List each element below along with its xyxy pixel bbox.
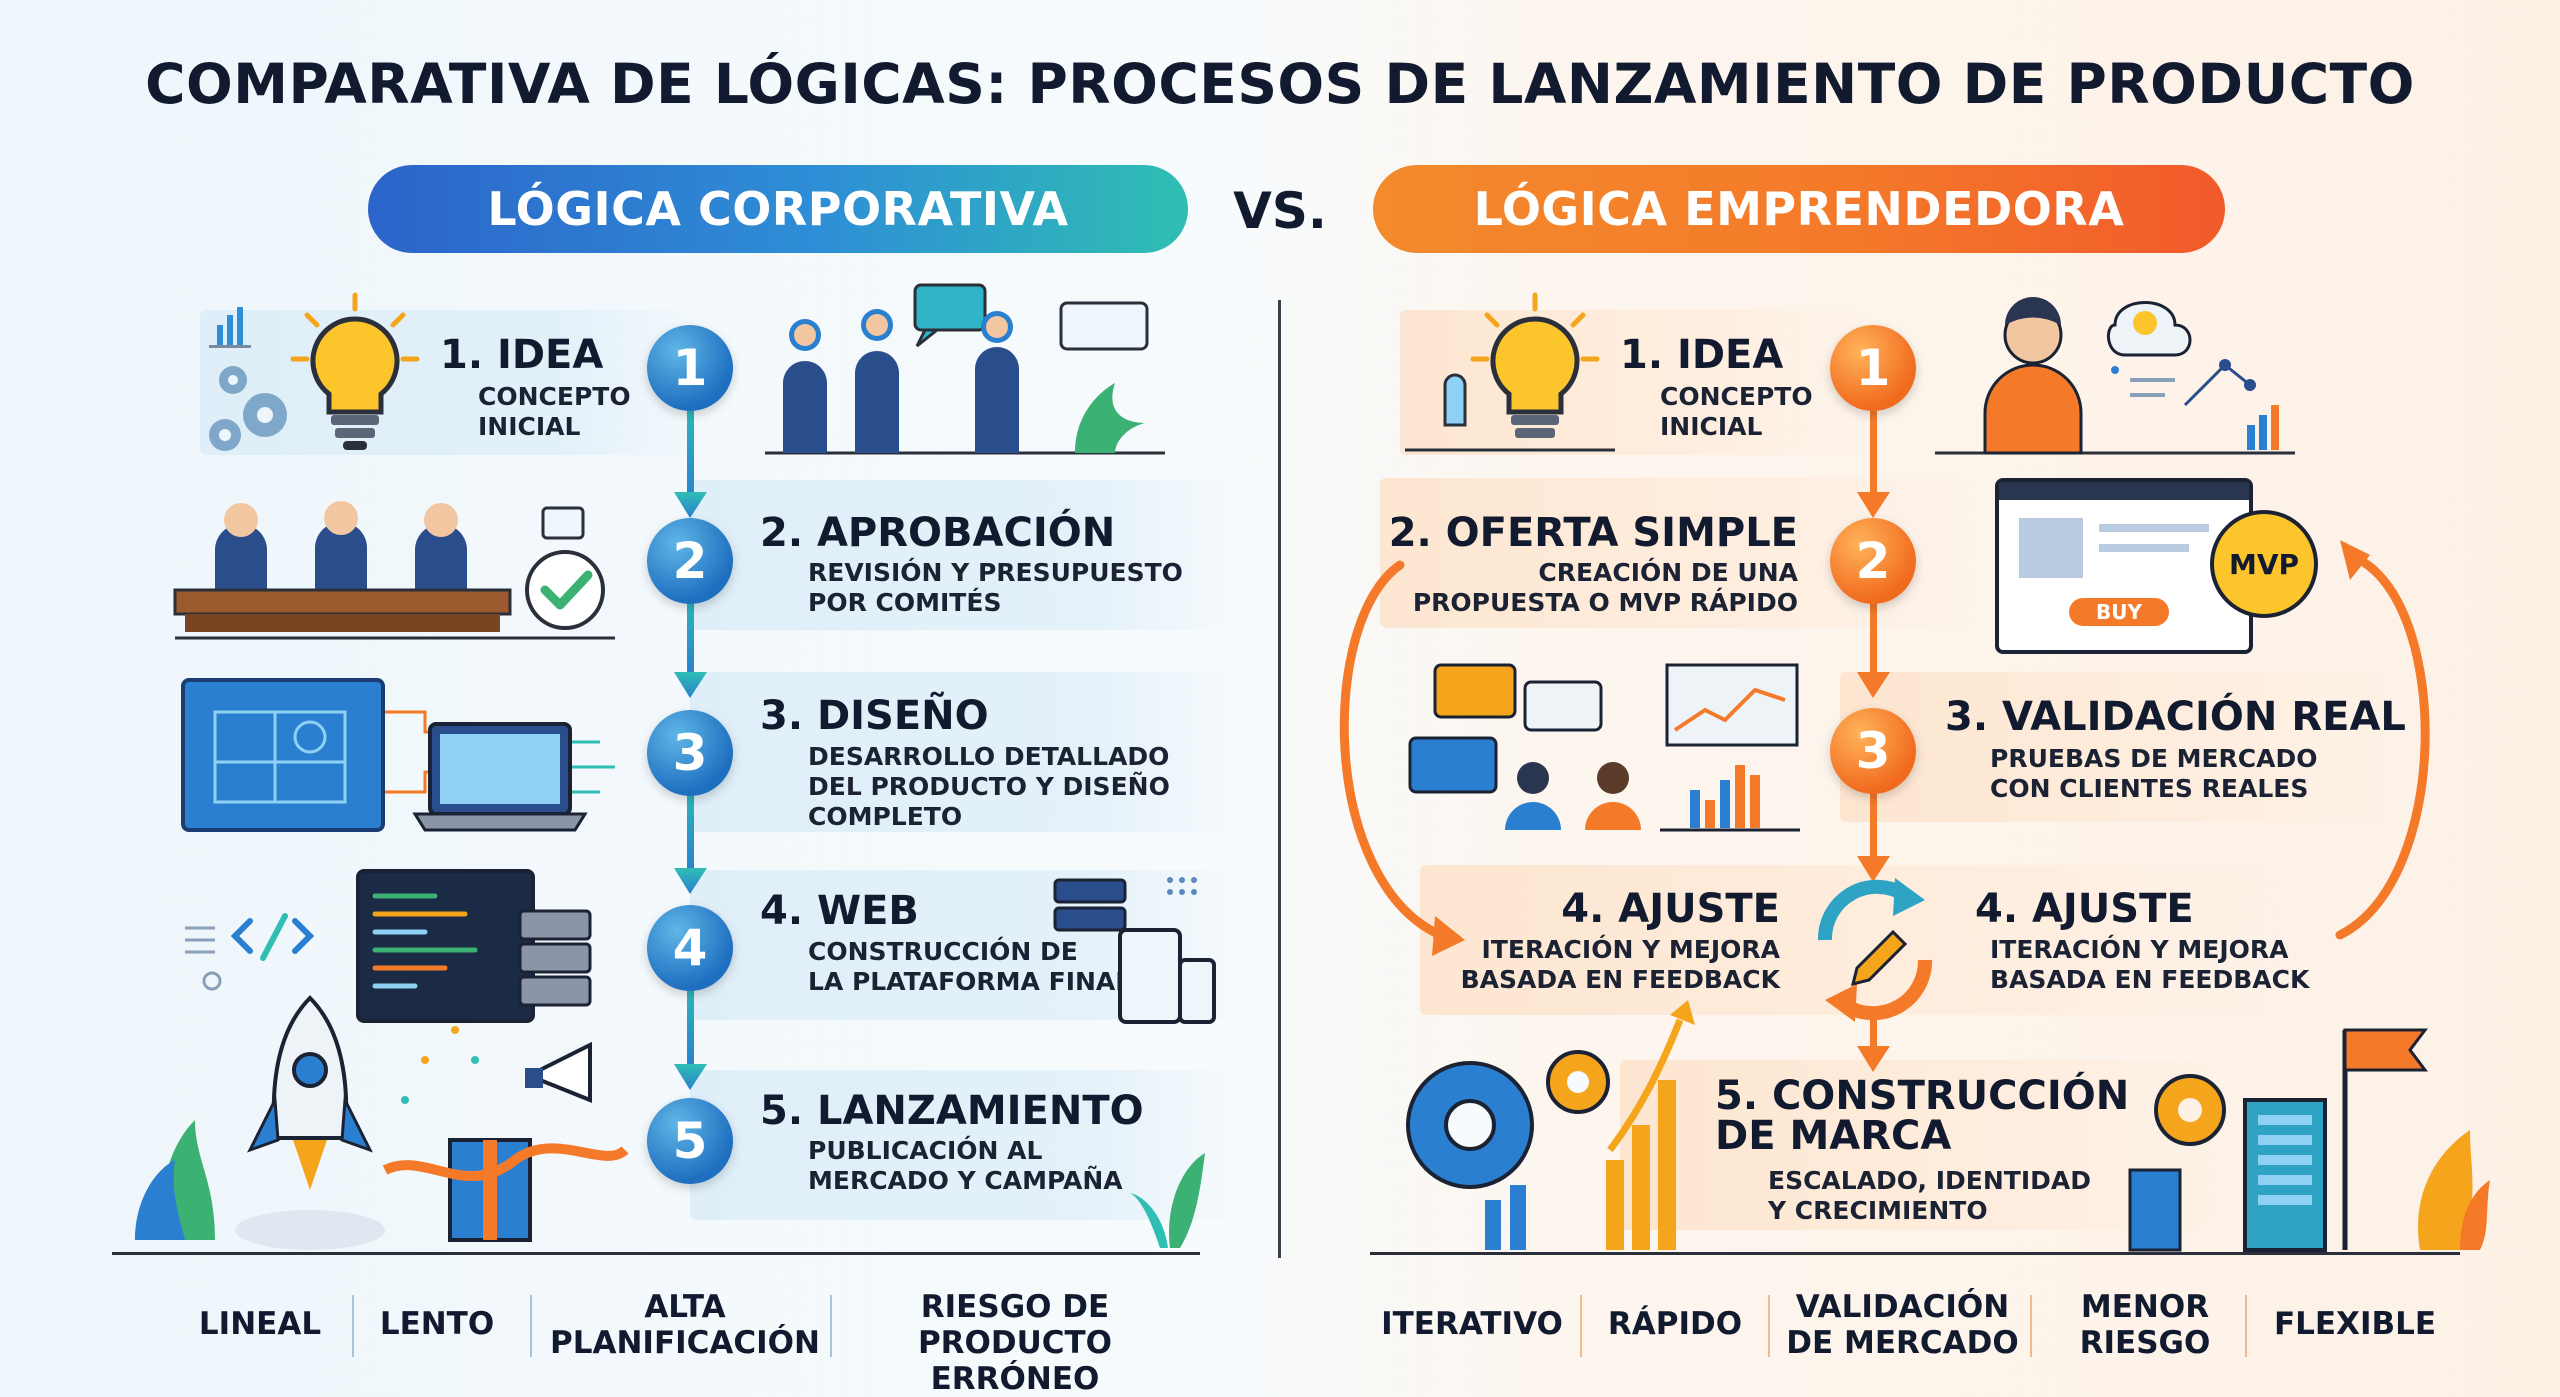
- entrepreneurial-trait-1: ITERATIVO: [1381, 1306, 1563, 1342]
- trait-separator: [1580, 1295, 1582, 1357]
- step-number-3: 3: [1830, 708, 1916, 794]
- trait-separator: [2030, 1295, 2032, 1357]
- trait-separator: [830, 1295, 832, 1357]
- devices-icon: [1053, 877, 1216, 1024]
- corporate-baseline: [112, 1252, 1200, 1255]
- entrepreneurial-step-4b-title: 4. AJUSTE: [1975, 886, 2194, 932]
- customer-feedback-icon: [1408, 663, 1800, 832]
- step-number-4: 4: [647, 905, 733, 991]
- corporate-flow-arrows: [674, 400, 707, 1090]
- entrepreneurial-step-3-desc: PRUEBAS DE MERCADO CON CLIENTES REALES: [1990, 744, 2318, 803]
- corporate-step-5-desc: PUBLICACIÓN AL MERCADO Y CAMPAÑA: [808, 1136, 1123, 1195]
- entrepreneurial-trait-2: RÁPIDO: [1607, 1306, 1743, 1342]
- corporate-step-5-title: 5. LANZAMIENTO: [760, 1088, 1144, 1134]
- entrepreneurial-trait-4: MENOR RIESGO: [2079, 1289, 2211, 1361]
- entrepreneurial-trait-3: VALIDACIÓN DE MERCADO: [1786, 1289, 2019, 1361]
- corporate-step-1-title: 1. IDEA: [440, 332, 604, 378]
- entrepreneurial-baseline: [1370, 1252, 2460, 1255]
- entrepreneurial-step-4a-desc: ITERACIÓN Y MEJORA BASADA EN FEEDBACK: [1460, 935, 1780, 994]
- step-band: [200, 310, 700, 455]
- step-band: [690, 672, 1250, 832]
- corporate-trait-1: LINEAL: [198, 1306, 322, 1342]
- step-number-2: 2: [647, 518, 733, 604]
- step-number-2: 2: [1830, 518, 1916, 604]
- center-divider: [1278, 300, 1281, 1258]
- entrepreneurial-trait-5: FLEXIBLE: [2273, 1306, 2437, 1342]
- corporate-step-2-desc: REVISIÓN Y PRESUPUESTO POR COMITÉS: [808, 558, 1183, 617]
- trait-separator: [1768, 1295, 1770, 1357]
- step-band: [1400, 310, 1880, 455]
- entrepreneurial-step-2-title: 2. OFERTA SIMPLE: [1388, 510, 1798, 556]
- entrepreneurial-step-4a-title: 4. AJUSTE: [1561, 886, 1780, 932]
- rocket-launch-icon: [135, 995, 629, 1250]
- corporate-step-4-desc: CONSTRUCCIÓN DE LA PLATAFORMA FINAL: [808, 937, 1132, 996]
- step-number-1: 1: [1830, 325, 1916, 411]
- code-servers-icon: [185, 869, 592, 1023]
- buy-button: BUY: [2069, 598, 2169, 626]
- team-meeting-icon: [765, 283, 1165, 455]
- entrepreneurial-flow-arrows: [1339, 400, 2430, 1072]
- entrepreneurial-step-4b-desc: ITERACIÓN Y MEJORA BASADA EN FEEDBACK: [1990, 935, 2310, 994]
- entrepreneurial-step-3-title: 3. VALIDACIÓN REAL: [1945, 694, 2406, 740]
- committee-icon: [173, 501, 615, 640]
- step-band: [690, 1070, 1250, 1220]
- gears-growth-icon: [1406, 1000, 1695, 1250]
- trait-separator: [2245, 1295, 2247, 1357]
- step-band: [1840, 672, 2400, 822]
- vs-label: VS.: [1233, 182, 1327, 240]
- plant-icon: [1130, 1153, 1205, 1248]
- entrepreneurial-step-2-desc: CREACIÓN DE UNA PROPUESTA O MVP RÁPIDO: [1412, 558, 1798, 617]
- entrepreneurial-step-1-desc: CONCEPTO INICIAL: [1660, 382, 1813, 441]
- iteration-cycle-icon: [1817, 878, 1933, 1022]
- corporate-step-3-title: 3. DISEÑO: [760, 693, 989, 739]
- trait-separator: [352, 1295, 354, 1357]
- thinking-person-icon: [1935, 297, 2295, 455]
- corporate-trait-3: ALTA PLANIFICACIÓN: [550, 1289, 820, 1361]
- page-title: COMPARATIVA DE LÓGICAS: PROCESOS DE LANZ…: [145, 52, 2415, 116]
- step-band: [690, 480, 1250, 630]
- corporate-step-3-desc: DESARROLLO DETALLADO DEL PRODUCTO Y DISE…: [808, 742, 1170, 831]
- city-flag-icon: [2128, 1028, 2490, 1252]
- entrepreneurial-step-1-title: 1. IDEA: [1620, 332, 1784, 378]
- corporate-header: LÓGICA CORPORATIVA: [368, 165, 1188, 253]
- lightbulb-icon: [1405, 292, 1615, 452]
- step-number-3: 3: [647, 710, 733, 796]
- step-number-5: 5: [647, 1098, 733, 1184]
- entrepreneurial-header: LÓGICA EMPRENDEDORA: [1373, 165, 2225, 253]
- corporate-step-1-desc: CONCEPTO INICIAL: [478, 382, 631, 441]
- corporate-trait-4: RIESGO DE PRODUCTO ERRÓNEO: [917, 1289, 1113, 1397]
- corporate-trait-2: LENTO: [379, 1306, 495, 1342]
- mvp-badge: MVP: [2210, 510, 2318, 618]
- entrepreneurial-step-5-desc: ESCALADO, IDENTIDAD Y CRECIMIENTO: [1768, 1166, 2091, 1225]
- corporate-step-2-title: 2. APROBACIÓN: [760, 510, 1116, 556]
- entrepreneurial-step-5-title: 5. CONSTRUCCIÓN DE MARCA: [1715, 1073, 2130, 1159]
- trait-separator: [530, 1295, 532, 1357]
- step-number-1: 1: [647, 325, 733, 411]
- design-blueprint-icon: [181, 678, 615, 832]
- corporate-step-4-title: 4. WEB: [760, 888, 919, 934]
- lightbulb-icon: [209, 292, 420, 451]
